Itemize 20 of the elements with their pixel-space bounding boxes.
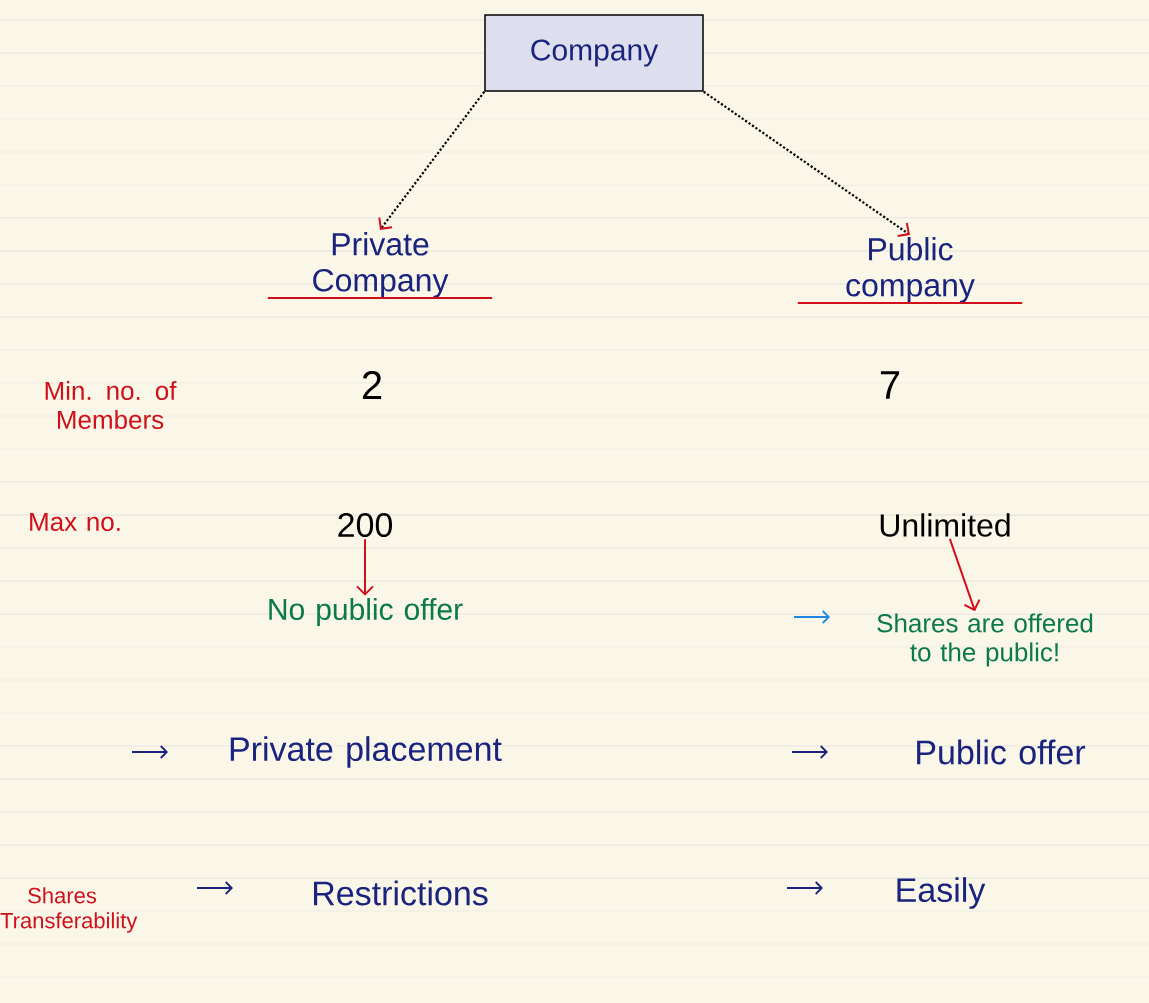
- item-text: Private placement: [230, 736, 502, 768]
- value-text: Unlimited: [880, 513, 1010, 537]
- value-text: 200: [338, 512, 393, 538]
- row-label: Shares Transferability: [0, 887, 138, 933]
- arrow: [703, 90, 910, 238]
- item-text: Public offer: [917, 739, 1086, 765]
- note-text: Shares are offered to the public!: [877, 613, 1093, 667]
- value-text: 7: [880, 371, 900, 399]
- item-text: Restrictions: [314, 880, 488, 906]
- arrow: [948, 537, 981, 612]
- row-label: Min. no. of Members: [45, 380, 177, 430]
- item-text: Easily: [897, 877, 986, 909]
- arrow: [378, 91, 486, 230]
- row-label: Max no.: [30, 512, 120, 532]
- value-text: 2: [362, 371, 382, 399]
- arrow: [356, 538, 374, 596]
- title-box: Company: [484, 14, 704, 92]
- note-text: No public offer: [269, 598, 463, 626]
- heading-text: Public company: [846, 237, 975, 303]
- heading-text: Private Company: [313, 232, 449, 298]
